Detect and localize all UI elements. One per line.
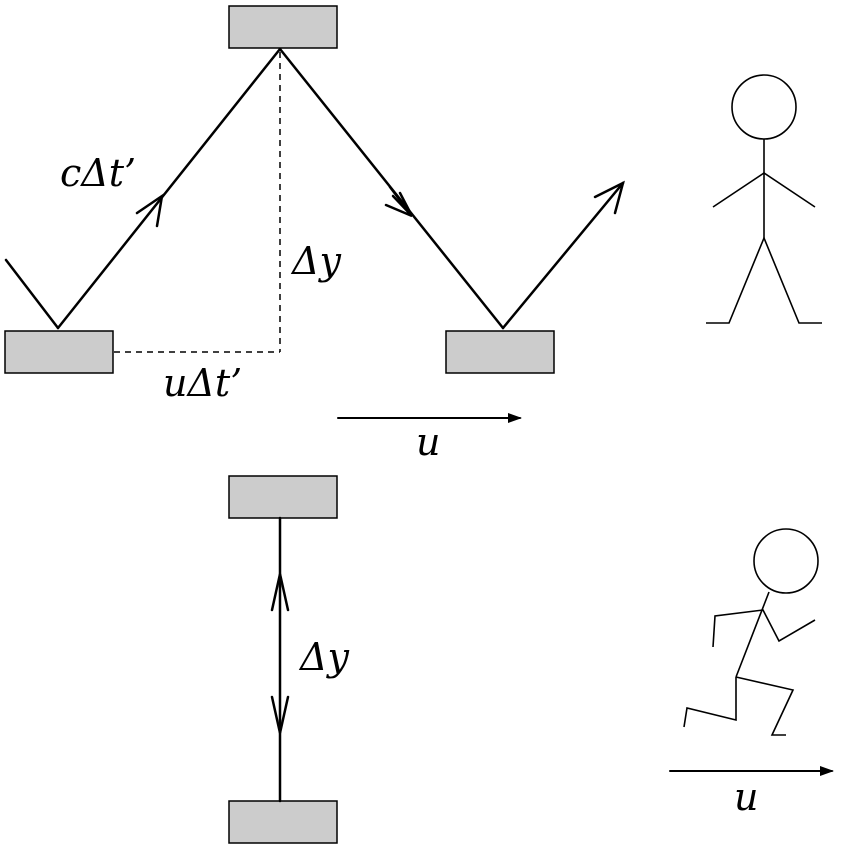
label-u-bottom: u [734,775,758,819]
incoming-ray [4,258,60,330]
top-mirror [228,5,338,49]
left-bottom-mirror [4,330,114,374]
rest-bottom-mirror [228,800,338,844]
outgoing-ray-arrowhead [593,180,625,215]
label-delta-y-bottom: Δy [298,635,349,679]
label-c-delta-t-prime: cΔt’ [60,151,136,195]
label-u-top: u [416,420,440,464]
outgoing-ray [501,181,625,330]
label-u-delta-t-prime: uΔt’ [163,361,242,405]
down-ray-arrowhead-b [384,194,413,218]
right-bottom-mirror [445,330,555,374]
rest-top-mirror [228,475,338,519]
moving-light-clock: cΔt’ Δy uΔt’ u [4,5,625,464]
standing-observer [706,74,822,324]
standing-observer-head [731,74,797,140]
up-ray [56,47,282,330]
label-delta-y-top: Δy [290,239,341,283]
running-observer-head [753,528,819,594]
vertical-ray-down-arrowhead [270,695,290,734]
up-ray-arrowhead [135,193,164,228]
rest-light-clock: Δy [228,475,349,844]
running-observer: u [669,528,834,819]
vertical-ray-up-arrowhead [270,573,290,612]
